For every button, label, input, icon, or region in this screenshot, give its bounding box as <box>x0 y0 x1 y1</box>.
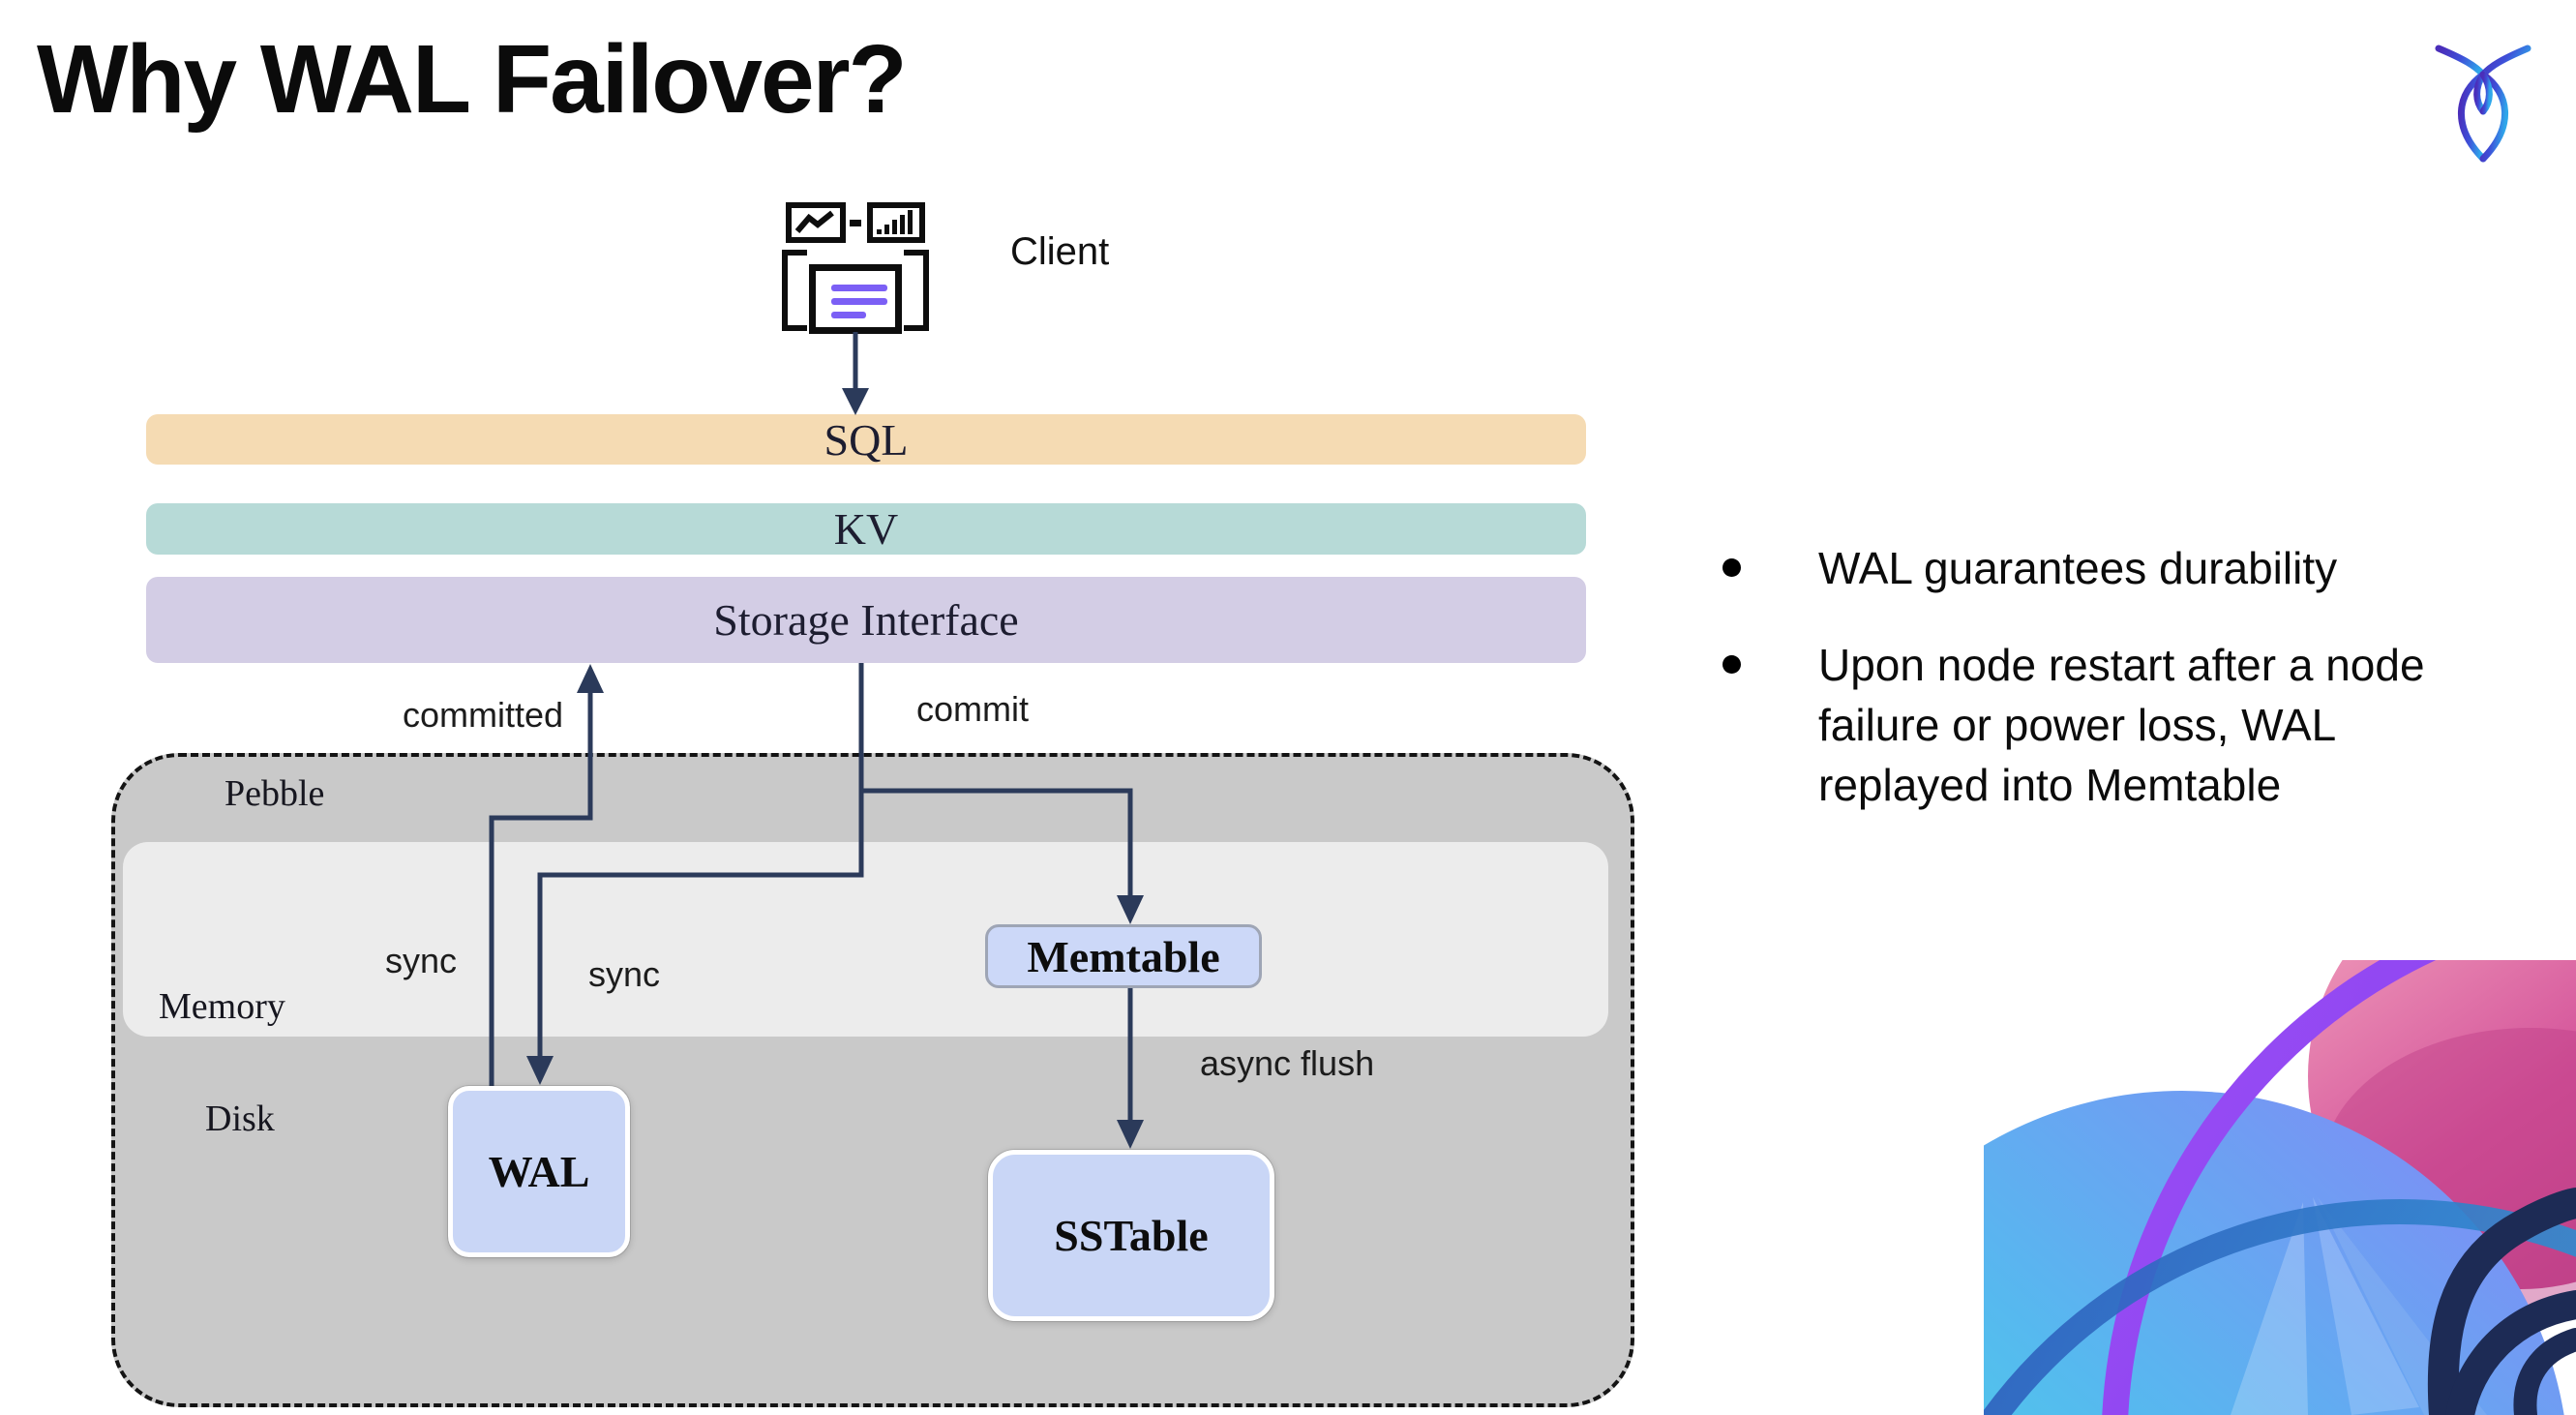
sql-layer-label: SQL <box>824 414 909 465</box>
list-item: WAL guarantees durability <box>1722 538 2497 598</box>
memtable-label: Memtable <box>1027 931 1220 981</box>
kv-layer-bar: KV <box>146 503 1586 555</box>
commit-edge-label: commit <box>916 689 1029 729</box>
memory-label: Memory <box>159 986 285 1027</box>
sync-edge-label-1: sync <box>385 941 458 980</box>
memory-strip <box>123 842 1608 1037</box>
sync-edge-label-2: sync <box>588 954 661 994</box>
pebble-label: Pebble <box>225 773 325 814</box>
storage-interface-layer-bar: Storage Interface <box>146 577 1586 663</box>
bracket-left <box>782 250 807 331</box>
line-chart-icon <box>786 202 846 243</box>
sql-layer-bar: SQL <box>146 414 1586 465</box>
memtable-node: Memtable <box>985 924 1262 988</box>
bullet-text: Upon node restart after a node failure o… <box>1818 640 2425 810</box>
document-icon <box>809 264 902 334</box>
bullet-icon <box>1722 655 1741 674</box>
wal-label: WAL <box>488 1147 590 1196</box>
sstable-node: SSTable <box>988 1150 1274 1321</box>
bullet-text: WAL guarantees durability <box>1818 543 2338 593</box>
arrowhead-down <box>842 388 869 415</box>
client-terminal-icon <box>780 198 935 344</box>
async-flush-edge-label: async flush <box>1200 1043 1375 1083</box>
wal-node: WAL <box>448 1086 630 1257</box>
bracket-right <box>904 250 929 331</box>
storage-interface-label: Storage Interface <box>713 595 1019 645</box>
disk-label: Disk <box>205 1099 275 1139</box>
art-blue-ring <box>1984 1199 2576 1415</box>
bullet-icon <box>1722 558 1741 577</box>
page-title: Why WAL Failover? <box>37 25 908 134</box>
list-item: Upon node restart after a node failure o… <box>1722 635 2497 815</box>
dash-connector <box>850 220 861 226</box>
arrowhead-up <box>577 664 604 693</box>
client-label: Client <box>1010 230 1110 273</box>
cockroachdb-logo-icon <box>2435 45 2531 163</box>
committed-edge-label: committed <box>403 695 564 735</box>
sstable-label: SSTable <box>1054 1211 1209 1260</box>
bullet-list: WAL guarantees durability Upon node rest… <box>1722 538 2497 852</box>
kv-layer-label: KV <box>833 504 899 554</box>
brand-corner-art <box>1984 960 2576 1415</box>
bar-chart-icon <box>867 202 925 243</box>
